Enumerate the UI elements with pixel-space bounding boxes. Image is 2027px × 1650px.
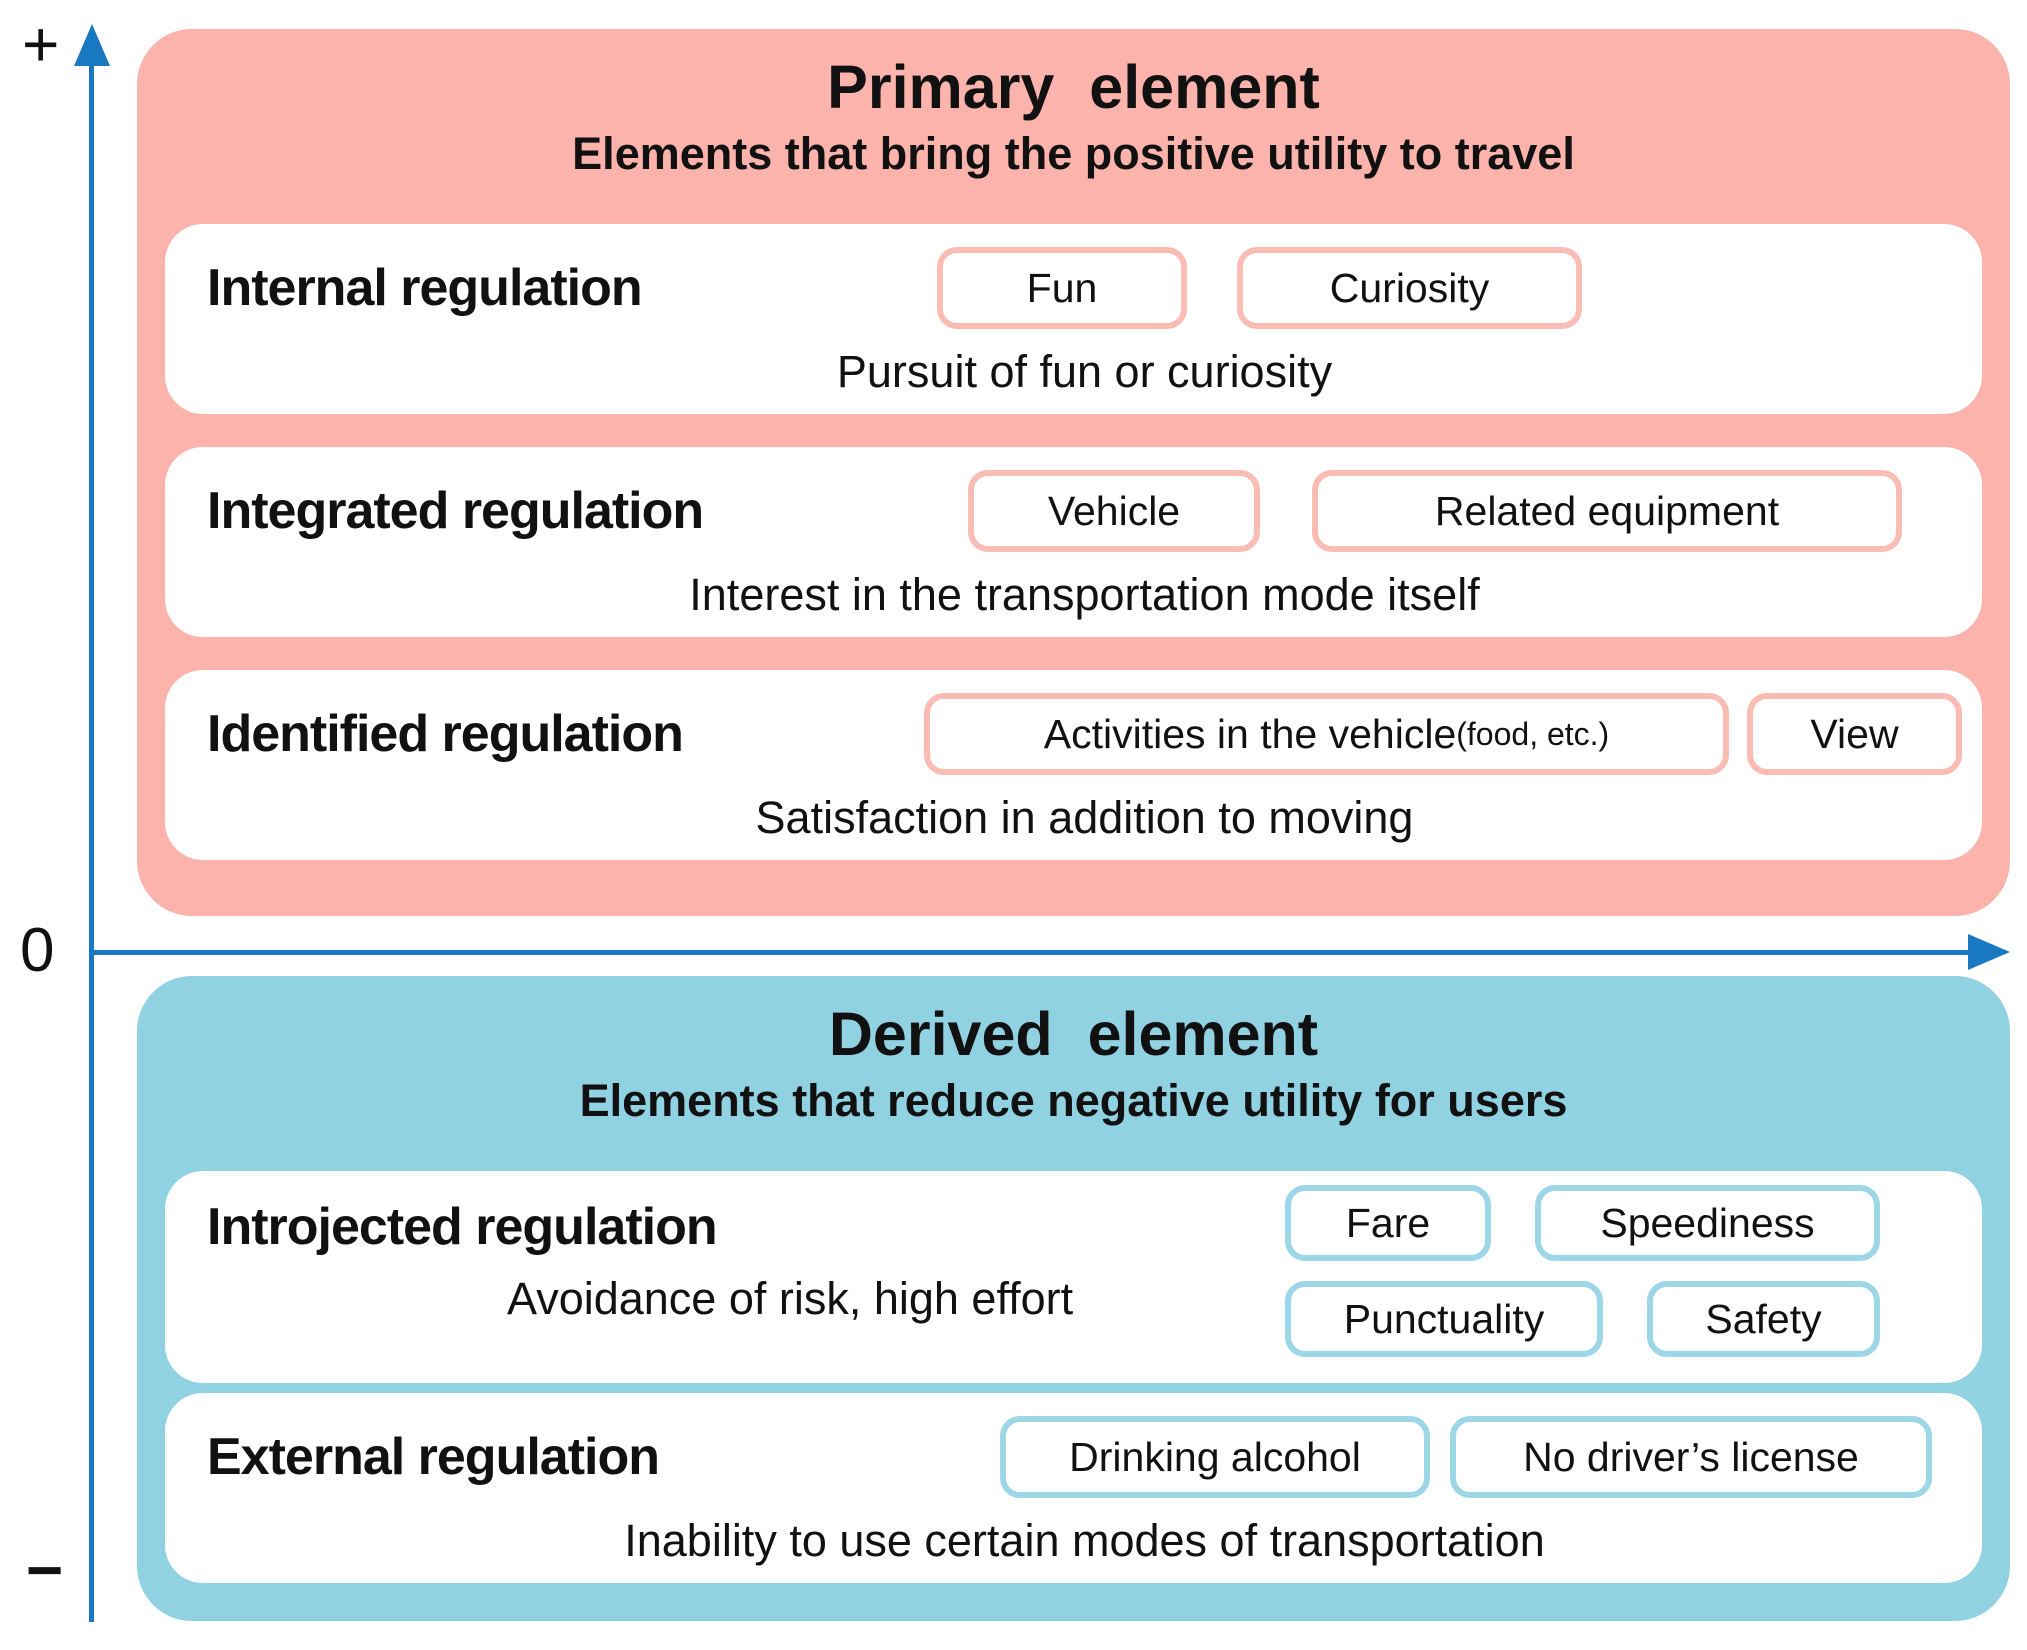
chip-related-equipment: Related equipment [1312,470,1902,553]
chip-drinking-alcohol: Drinking alcohol [1000,1416,1430,1499]
row-introjected-regulation: Introjected regulation Avoidance of risk… [165,1171,1982,1384]
row-internal-regulation: Internal regulation Fun Curiosity Pursui… [165,224,1982,415]
row-description-identified: Satisfaction in addition to moving [755,792,1414,844]
chip-activities-in-the-vehicle: Activities in the vehicle(food, etc.) [924,693,1729,776]
row-integrated-regulation: Integrated regulation Vehicle Related eq… [165,447,1982,638]
chip-fun: Fun [937,247,1187,330]
derived-element-panel: Derived element Elements that reduce neg… [137,976,2010,1621]
chip-curiosity: Curiosity [1237,247,1582,330]
primary-subtitle: Elements that bring the positive utility… [572,128,1575,180]
chip-no-drivers-license: No driver’s license [1450,1416,1932,1499]
derived-subtitle: Elements that reduce negative utility fo… [579,1075,1568,1127]
row-identified-regulation: Identified regulation Activities in the … [165,670,1982,861]
y-axis-arrowhead-icon [74,24,110,66]
row-description-internal: Pursuit of fun or curiosity [836,346,1333,398]
row-label-introjected-regulation: Introjected regulation [207,1198,718,1257]
introjected-chip-grid: Fare Speediness Punctuality Safety [1285,1185,1880,1383]
chip-fare: Fare [1285,1185,1491,1262]
row-external-regulation: External regulation Drinking alcohol No … [165,1393,1982,1584]
axis-plus-label: + [22,8,60,80]
row-label-internal-regulation: Internal regulation [207,259,643,318]
axis-zero-label: 0 [20,916,55,985]
x-axis-arrowhead-icon [1968,934,2010,970]
derived-title: Derived element [828,1000,1319,1068]
chip-vehicle: Vehicle [968,470,1260,553]
x-axis-line [91,950,1972,955]
primary-element-panel: Primary element Elements that bring the … [137,29,2010,916]
chip-safety: Safety [1647,1281,1880,1358]
row-description-introjected: Avoidance of risk, high effort [507,1273,1074,1325]
chip-view: View [1747,693,1962,776]
axis-minus-label: − [26,1534,64,1606]
row-label-integrated-regulation: Integrated regulation [207,482,704,541]
row-description-external: Inability to use certain modes of transp… [624,1515,1545,1567]
chip-activities-suffix: (food, etc.) [1456,715,1610,752]
row-description-integrated: Interest in the transportation mode itse… [689,569,1480,621]
chip-punctuality: Punctuality [1285,1281,1603,1358]
chip-speediness: Speediness [1535,1185,1880,1262]
row-label-external-regulation: External regulation [207,1428,660,1487]
primary-title: Primary element [827,53,1320,121]
row-label-identified-regulation: Identified regulation [207,705,684,764]
y-axis-line [89,60,94,1622]
